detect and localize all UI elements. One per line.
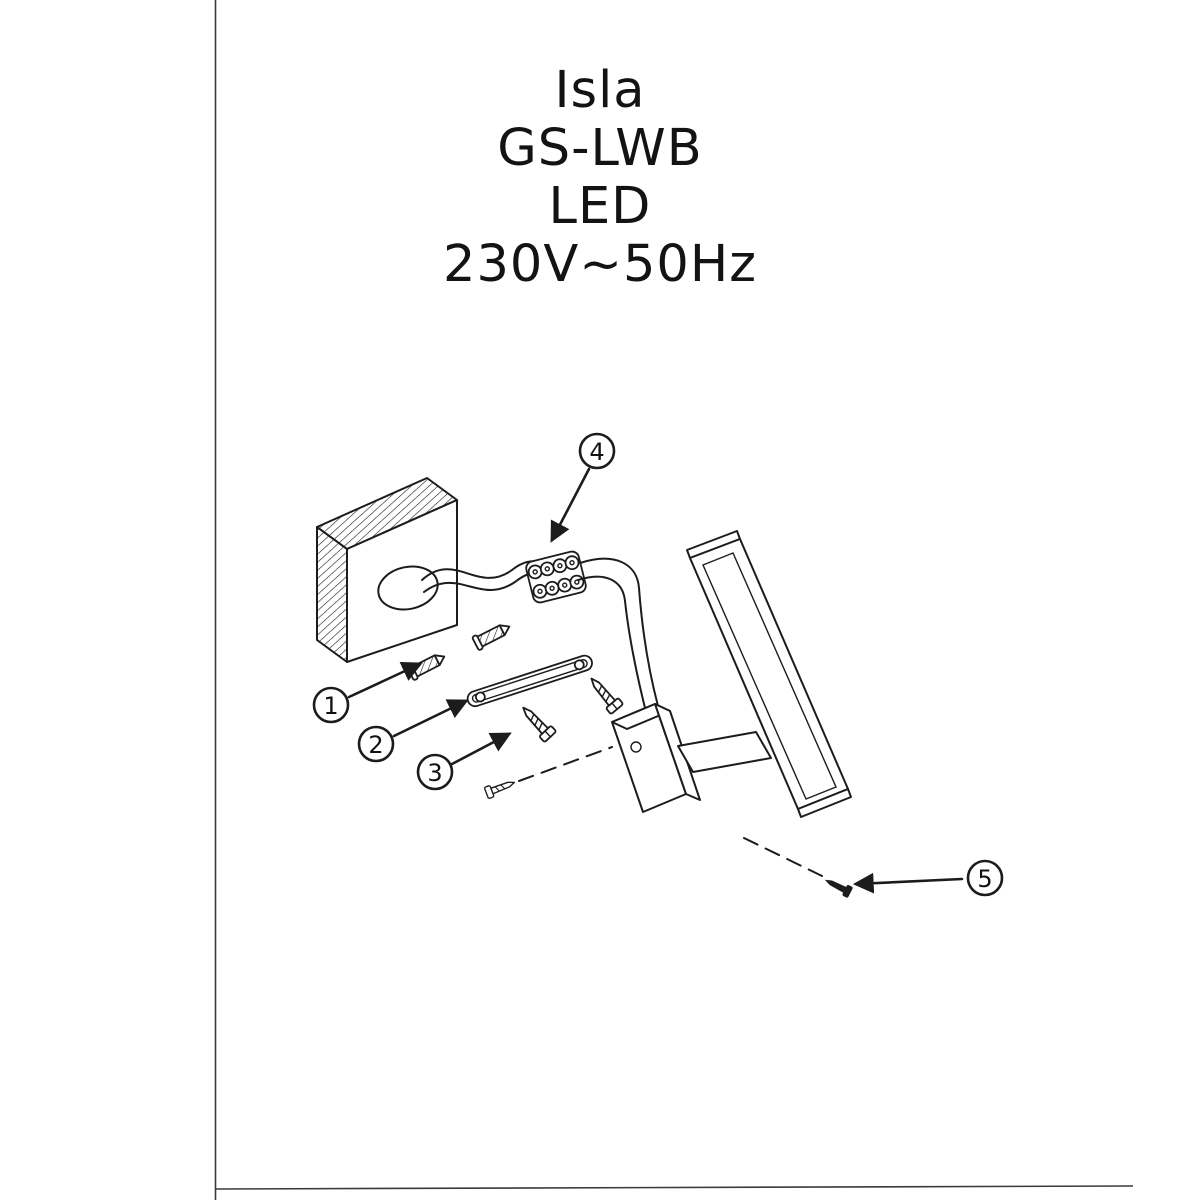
screw-c [484, 781, 516, 799]
product-model: GS-LWB [497, 119, 703, 178]
wall-anchor-2 [471, 624, 511, 651]
voltage-rating: 230V~50Hz [443, 235, 757, 294]
callout-1-label: 1 [323, 692, 338, 720]
mounting-strip [466, 654, 593, 708]
page-border [214, 0, 1134, 1200]
mount-plate-screw-hole [630, 741, 642, 753]
callout-2: 2 [357, 725, 395, 763]
lamp-type: LED [548, 177, 652, 236]
callout-1: 1 [312, 686, 350, 724]
callout-5: 5 [966, 859, 1004, 897]
screw-5 [824, 879, 853, 898]
bracket-arm [677, 731, 772, 773]
lamp-wires [577, 557, 659, 713]
callout-3: 3 [416, 753, 454, 791]
callout-arrows [347, 467, 964, 894]
wall-block [316, 477, 458, 663]
product-title-block: Isla GS-LWB LED 230V~50Hz [0, 62, 1200, 294]
mount-plate [611, 703, 701, 813]
callout-2-label: 2 [368, 731, 383, 759]
screw-a [522, 706, 557, 743]
callout-3-label: 3 [427, 759, 442, 787]
callout-4-label: 4 [589, 438, 604, 466]
wall-anchor-1 [406, 654, 446, 681]
callout-4: 4 [578, 432, 616, 470]
wall-cable-hole [377, 565, 439, 611]
lamp-bar [686, 530, 852, 818]
screw-b [590, 677, 624, 715]
terminal-block [525, 550, 587, 604]
assembly-guides [518, 746, 823, 877]
product-name: Isla [554, 61, 646, 120]
callout-5-label: 5 [977, 865, 992, 893]
